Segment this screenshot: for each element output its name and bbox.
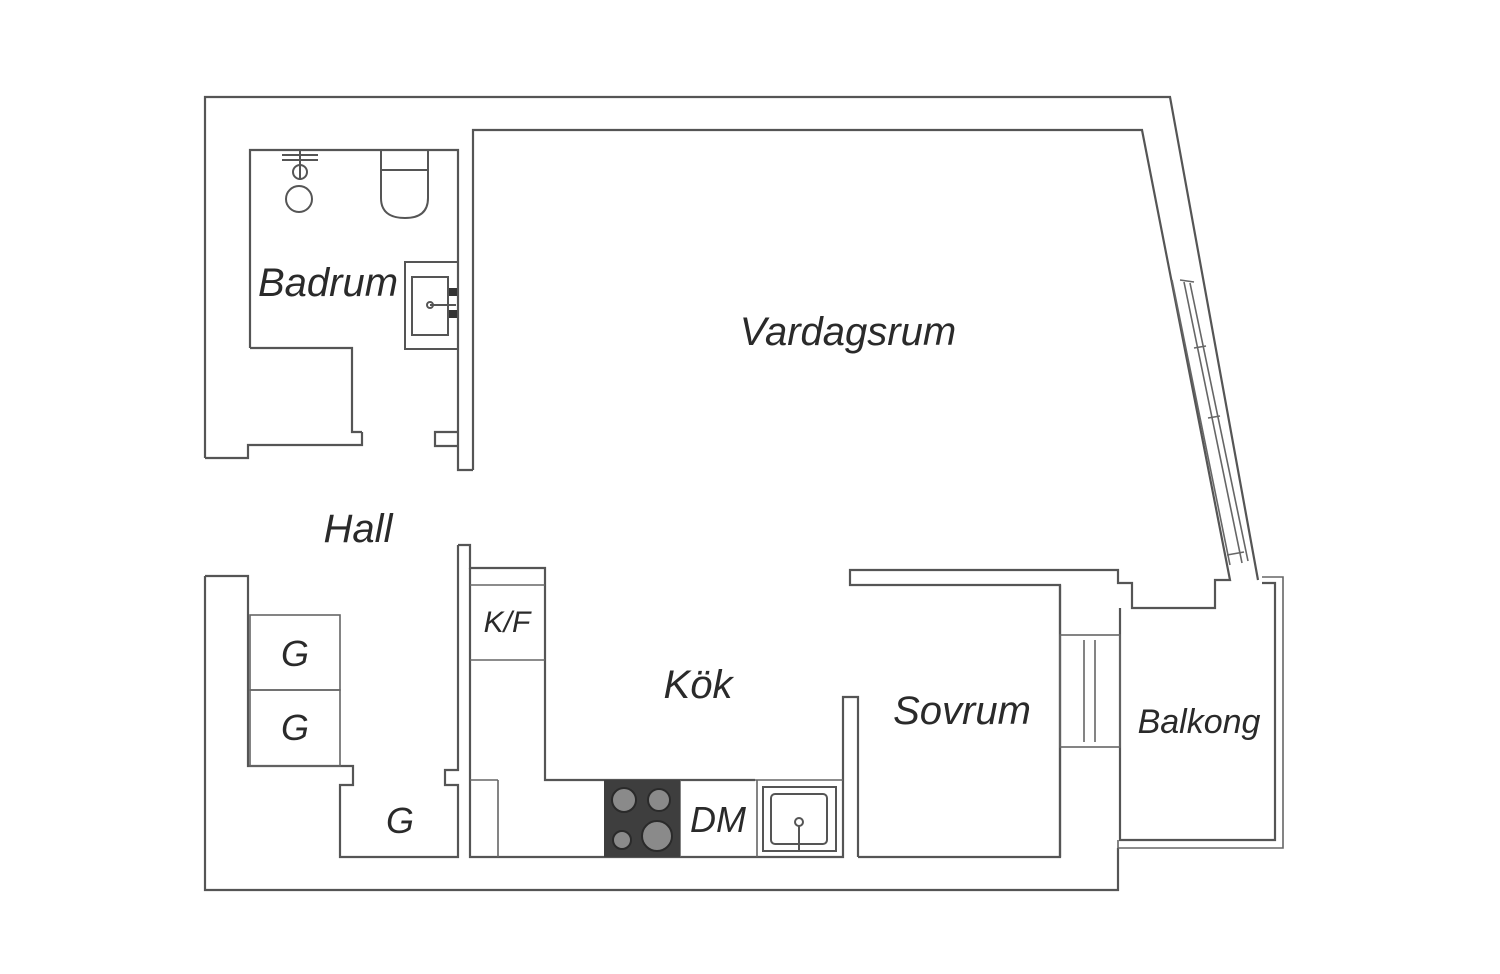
wardrobe-label-2: G bbox=[281, 707, 309, 748]
outer-walls bbox=[203, 95, 1260, 892]
kitchen-sink-icon bbox=[762, 786, 837, 852]
wardrobe-label-3: G bbox=[386, 800, 414, 841]
wardrobe-label-1: G bbox=[281, 633, 309, 674]
toilet-icon bbox=[380, 150, 429, 220]
stove-icon bbox=[604, 780, 680, 857]
kok-label: Kök bbox=[664, 663, 735, 707]
living-room-window bbox=[1171, 279, 1249, 566]
sovrum-label: Sovrum bbox=[893, 689, 1031, 733]
dm-label: DM bbox=[690, 799, 746, 840]
balkong-label: Balkong bbox=[1138, 703, 1261, 741]
kf-label: K/F bbox=[484, 606, 532, 639]
hall-label: Hall bbox=[324, 507, 394, 551]
vardagsrum-label: Vardagsrum bbox=[740, 310, 956, 354]
shower-icon bbox=[282, 150, 318, 213]
bedroom-window bbox=[1059, 634, 1121, 748]
bathroom-walls bbox=[248, 148, 473, 472]
living-room-walls bbox=[471, 128, 1232, 859]
sink-icon bbox=[404, 261, 459, 350]
badrum-label: Badrum bbox=[258, 261, 398, 305]
hall-walls bbox=[249, 543, 755, 859]
